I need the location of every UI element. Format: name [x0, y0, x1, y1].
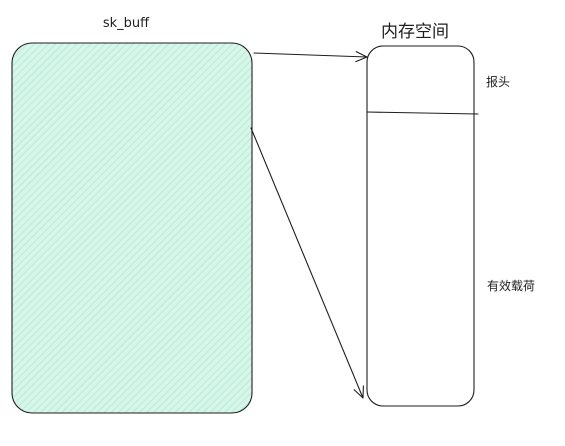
head-pointer-arrow — [253, 51, 368, 63]
sk-buff-box — [11, 42, 253, 414]
memory-space-box — [366, 45, 475, 407]
payload-label: 有效载荷 — [487, 278, 535, 293]
header-divider-line — [366, 111, 479, 115]
end-pointer-arrow — [250, 127, 364, 399]
sk-buff-label: sk_buff — [103, 16, 150, 31]
header-label: 报头 — [486, 74, 510, 89]
memory-space-title: 内存空间 — [381, 22, 449, 42]
